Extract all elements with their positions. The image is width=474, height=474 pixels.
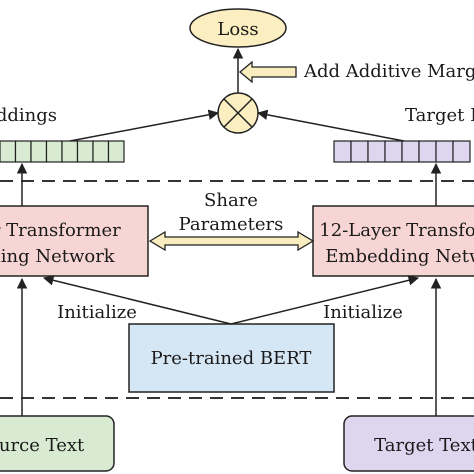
embedding-cell bbox=[14, 140, 32, 163]
embedding-cell bbox=[333, 140, 352, 163]
left-encoder-line1: 12-Layer Transformer bbox=[0, 220, 121, 241]
embedding-cell bbox=[107, 140, 125, 163]
embedding-cell bbox=[30, 140, 48, 163]
multiply-circle-icon bbox=[217, 92, 259, 134]
share-line2: Parameters bbox=[179, 214, 284, 235]
embedding-cell bbox=[418, 140, 437, 163]
initialize-right-label: Initialize bbox=[323, 302, 403, 323]
target-input-label: Target Text bbox=[374, 435, 474, 456]
margin-label: Add Additive Margin bbox=[303, 61, 474, 82]
embedding-cell bbox=[76, 140, 94, 163]
share-arrow bbox=[148, 230, 315, 252]
arrow-bert-to-left-encoder bbox=[42, 275, 232, 325]
arrow-left-vector-to-combine bbox=[69, 109, 220, 142]
share-line1: Share bbox=[204, 190, 258, 211]
initialize-left-label: Initialize bbox=[57, 302, 137, 323]
embedding-cell bbox=[45, 140, 63, 163]
loss-label: Loss bbox=[217, 19, 258, 40]
left-embedding-label: Source Embeddings bbox=[0, 105, 57, 126]
embedding-cell bbox=[401, 140, 420, 163]
bert-label: Pre-trained BERT bbox=[151, 348, 312, 369]
embedding-cell bbox=[350, 140, 369, 163]
bert-box: Pre-trained BERT bbox=[128, 323, 335, 393]
margin-arrow bbox=[238, 60, 297, 84]
embedding-cell bbox=[367, 140, 386, 163]
embedding-cell bbox=[452, 140, 471, 163]
left-encoder: 12-Layer Transformer Embedding Network bbox=[0, 205, 149, 277]
source-input-box: Source Text bbox=[0, 415, 115, 472]
target-input-box: Target Text bbox=[343, 415, 474, 472]
right-embedding-label: Target Embeddings bbox=[405, 105, 474, 126]
right-encoder: 12-Layer Transformer Embedding Network bbox=[312, 205, 474, 277]
embedding-cell bbox=[92, 140, 110, 163]
right-encoder-line2: Embedding Network bbox=[325, 246, 474, 267]
arrow-right-vector-to-combine bbox=[256, 109, 405, 142]
left-encoder-line2: Embedding Network bbox=[0, 246, 116, 267]
loss-node bbox=[189, 8, 287, 48]
embedding-cell bbox=[435, 140, 454, 163]
source-input-label: Source Text bbox=[0, 435, 85, 456]
embedding-cell bbox=[384, 140, 403, 163]
arrow-bert-to-right-encoder bbox=[230, 275, 420, 325]
left-embedding-vector bbox=[0, 140, 125, 163]
right-encoder-line1: 12-Layer Transformer bbox=[319, 220, 474, 241]
right-embedding-vector bbox=[333, 140, 471, 163]
embedding-cell bbox=[61, 140, 79, 163]
embedding-cell bbox=[0, 140, 17, 163]
